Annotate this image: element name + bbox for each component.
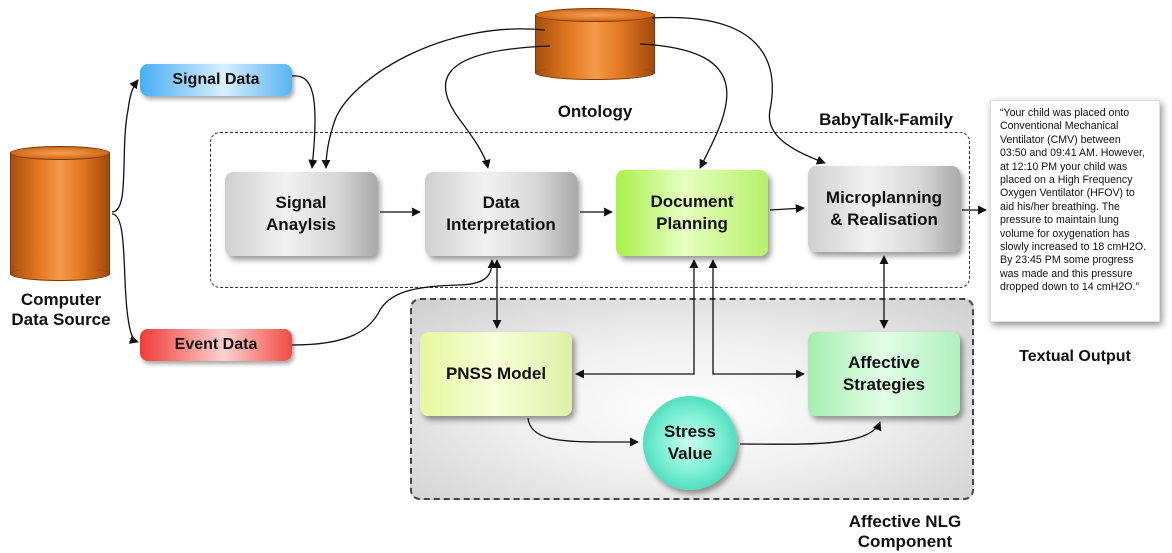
arrow-ontology-to-microplanning [651,16,826,165]
arrow-docplanning-pnss [575,259,699,379]
signal-analysis-text: Signal Anaylsis [266,193,336,234]
document-planning-box: Document Planning [616,170,768,256]
pnss-model-box: PNSS Model [420,332,572,416]
affective-strategies-text: Affective Strategies [842,353,926,394]
arrow-ontology-to-docplanning [639,43,728,169]
textual-output-caption: Textual Output [1019,348,1131,365]
microplanning-box: Microplanning & Realisation [808,166,960,252]
ontology-label: Ontology [557,102,633,121]
signal-analysis-box: Signal Anaylsis [225,172,377,256]
arrow-stress-to-strategies [739,421,882,445]
babytalk-family-label: BabyTalk-Family [819,110,953,129]
affective-nlg-label: Affective NLG Component [848,512,962,551]
arrow-docplanning-to-microplanning [769,203,805,214]
document-planning-text: Document Planning [650,192,734,233]
arrow-source-to-event [111,213,139,344]
microplanning-text: Microplanning & Realisation [825,188,943,229]
data-interpretation-box: Data Interpretation [425,172,577,256]
stress-value-text: Stress Value [664,422,716,463]
computer-data-source-cylinder [10,146,110,281]
arrow-ontology-to-analysis [321,28,546,169]
arrow-source-to-signal [111,79,139,213]
arrow-signal-to-analysis [291,75,318,169]
textual-output-box: “Your child was placed onto Conventional… [990,100,1160,322]
pnss-model-text: PNSS Model [445,364,547,383]
data-interpretation-text: Data Interpretation [446,193,556,234]
arrow-pnss-to-stress [527,417,639,447]
signal-data-pill: Signal Data [140,64,292,96]
ontology-cylinder [535,8,655,80]
computer-data-source-label: Computer Data Source [11,290,111,329]
stress-value-circle: Stress Value [643,396,737,490]
textual-output-text: “Your child was placed onto Conventional… [1000,107,1147,294]
arrow-ontology-to-interpretation [444,45,551,169]
affective-strategies-box: Affective Strategies [808,332,960,416]
arrow-docplanning-strategies [708,259,805,379]
event-data-pill: Event Data [140,329,292,361]
arrow-event-to-interpretation [291,259,497,346]
